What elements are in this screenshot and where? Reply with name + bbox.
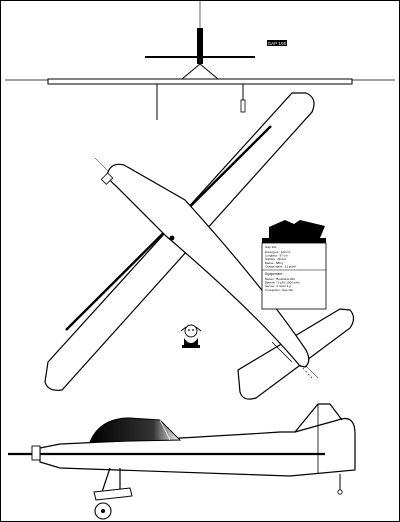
front-view: GAP 10S: [5, 0, 395, 120]
equipment-row-3: Conception : Gap 10s: [265, 288, 294, 292]
side-view-wheel-pant: [93, 487, 133, 501]
title-band: [262, 238, 326, 243]
spec-subtitle: Gap 10s: [265, 245, 277, 249]
side-view-tailwheel: [337, 489, 343, 495]
spec-row-0: Envergure : 120 cm: [265, 250, 291, 254]
title-text: GAP 10s: [272, 225, 321, 239]
spec-row-4: Charge alaire : 21 g/dm²: [265, 264, 296, 268]
mascot-emblem: [180, 324, 202, 348]
top-view-tail-axis: [299, 364, 313, 379]
side-view: [8, 403, 356, 520]
front-view-tag-label: GAP 10S: [268, 41, 287, 46]
mascot-body: [184, 338, 198, 345]
side-view-canopy: [89, 417, 182, 443]
side-view-cowl: [31, 445, 41, 461]
title-logo: [269, 220, 325, 238]
top-view: [44, 92, 355, 400]
front-view-wing: [47, 78, 353, 85]
top-view-cg-mark: [169, 235, 175, 241]
spec-row-2: Surface : 28 dm²: [265, 257, 286, 261]
front-view-fin: [197, 28, 203, 64]
top-view-fuselage: [107, 163, 310, 368]
side-view-canopy-frame: [159, 419, 171, 441]
spec-row-1: Longueur : 97 cm: [265, 254, 288, 258]
top-view-nose: [100, 172, 114, 185]
equipment-heading: Equipement :: [265, 272, 284, 276]
equipment-row-2: Servos : 4 micro 9 g: [265, 284, 291, 288]
front-view-wheel: [240, 99, 246, 113]
mascot-eye-right: [192, 329, 194, 331]
equipment-row-1: Batterie : 3 LiPo 1500 mAh: [265, 281, 300, 285]
side-view-fin: [294, 403, 343, 433]
side-view-fuselage: [39, 417, 356, 477]
mascot-label-bar: [182, 345, 200, 348]
mascot-eye-left: [188, 329, 190, 331]
spec-panel: [261, 242, 327, 310]
spec-row-3: Masse : 580 g: [265, 261, 284, 265]
mascot-ears: [180, 326, 202, 332]
mascot-head: [184, 324, 198, 338]
side-view-wheel-hub: [101, 509, 105, 513]
front-view-gear: [181, 63, 219, 80]
top-view-tail-line: [271, 341, 293, 363]
front-view-tag: [267, 40, 287, 46]
title-block: GAP 10s Gap 10s Envergure : 120 cmLongue…: [261, 220, 327, 310]
equipment-row-0: Moteur : Brushless 400: [265, 277, 295, 281]
